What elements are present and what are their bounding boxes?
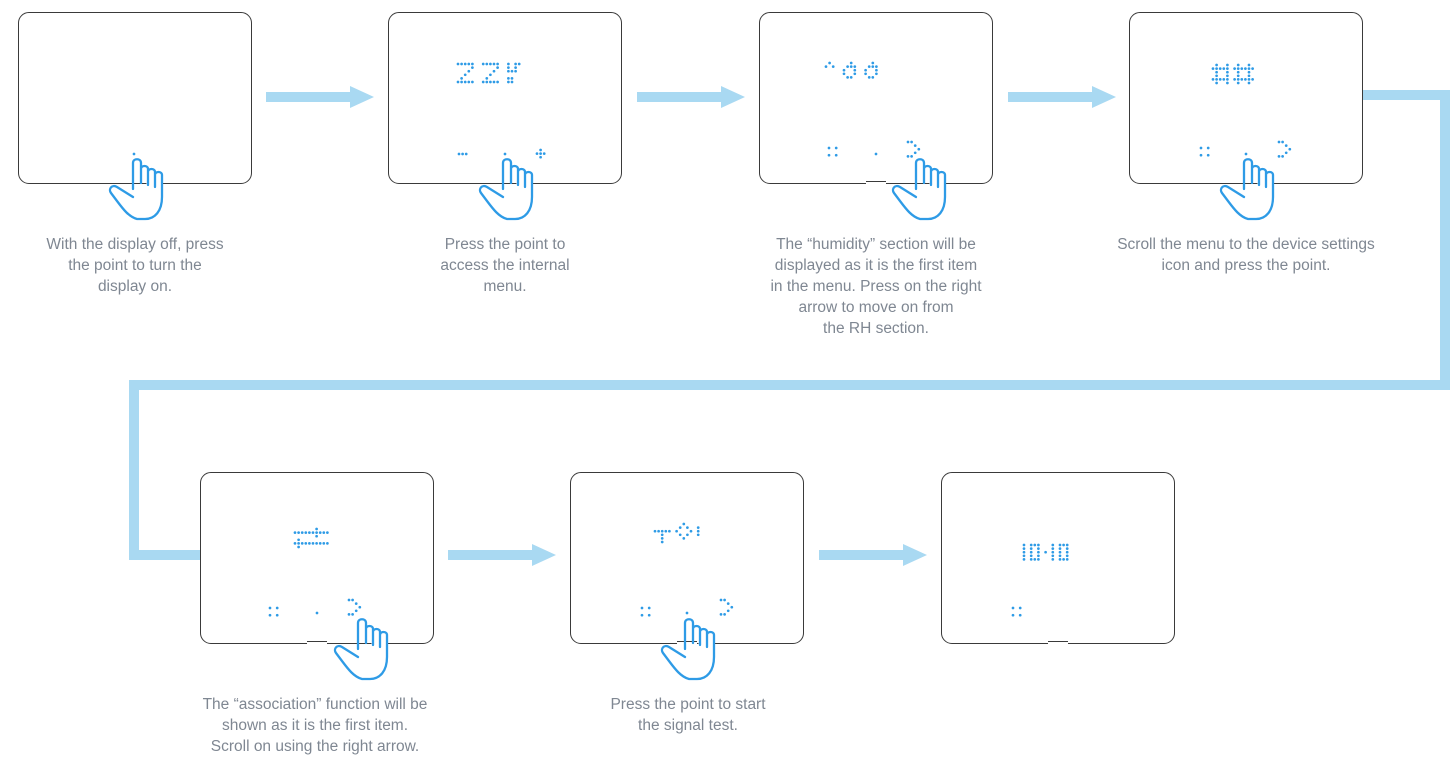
- hand-pointer-icon: [660, 618, 716, 681]
- hand-pointer-icon: [478, 158, 534, 221]
- center-point: [315, 611, 319, 615]
- caption-line: in the menu. Press on the right: [770, 278, 982, 295]
- right-arrow-icon: [1277, 140, 1292, 158]
- caption-line: the RH section.: [823, 320, 929, 337]
- caption-line: The “association” function will be: [202, 696, 428, 713]
- time-digits: [456, 62, 521, 84]
- display-panel-7: [941, 472, 1175, 645]
- hand-pointer-icon: [891, 158, 947, 221]
- humidity-icon: [824, 61, 878, 79]
- menu-dots-icon: [268, 606, 279, 617]
- center-point: [503, 152, 507, 156]
- step-2-caption: Press the point to access the internal m…: [380, 234, 630, 297]
- plus-icon: [535, 148, 546, 159]
- caption-line: the point to turn the: [68, 257, 202, 274]
- caption-line: icon and press the point.: [1161, 257, 1331, 274]
- caption-line: display on.: [97, 278, 173, 295]
- arrow-1-2-shaft: [266, 92, 352, 102]
- step-3-caption: The “humidity” section will be displayed…: [736, 234, 1016, 339]
- arrow-6-7-head: [903, 544, 927, 566]
- step-6-caption: Press the point to start the signal test…: [562, 694, 814, 736]
- caption-line: The “humidity” section will be: [776, 236, 976, 253]
- arrow-3-4-shaft: [1008, 92, 1094, 102]
- center-point: [1244, 152, 1248, 156]
- settings-icon: [1211, 63, 1254, 85]
- row-connector-line: [129, 90, 1450, 560]
- display-panel-6: [570, 472, 804, 645]
- caption-line: menu.: [483, 278, 527, 295]
- signal-result-digits: [1022, 543, 1069, 561]
- signal-test-icon: [653, 522, 700, 544]
- center-point: [685, 611, 689, 615]
- caption-line: With the display off, press: [46, 236, 224, 253]
- right-arrow-icon: [719, 598, 734, 616]
- menu-dots-icon: [640, 606, 651, 617]
- hand-pointer-icon: [333, 618, 389, 681]
- display-panel-5: [200, 472, 434, 645]
- association-icon: [293, 527, 329, 549]
- right-arrow-icon: [906, 140, 921, 158]
- arrow-2-3-head: [721, 86, 745, 108]
- caption-line: Press the point to: [444, 236, 566, 253]
- hand-pointer-icon: [1219, 158, 1275, 221]
- right-arrow-icon: [347, 598, 362, 616]
- center-point: [874, 152, 878, 156]
- step-5-caption: The “association” function will be shown…: [172, 694, 458, 757]
- arrow-2-3-shaft: [637, 92, 723, 102]
- caption-line: arrow to move on from: [798, 299, 954, 316]
- caption-line: access the internal: [440, 257, 570, 274]
- hand-pointer-icon: [108, 158, 164, 221]
- minus-icon: [457, 152, 468, 156]
- menu-dots-icon: [1199, 146, 1210, 157]
- center-point: [132, 152, 136, 156]
- caption-line: shown as it is the first item.: [221, 717, 409, 734]
- step-1-caption: With the display off, press the point to…: [10, 234, 260, 297]
- arrow-1-2-head: [350, 86, 374, 108]
- display-panel-1: [18, 12, 252, 184]
- caption-line: Press the point to start: [610, 696, 766, 713]
- step-4-caption: Scroll the menu to the device settings i…: [1086, 234, 1406, 276]
- arrow-5-6-head: [532, 544, 556, 566]
- arrow-3-4-head: [1092, 86, 1116, 108]
- caption-line: the signal test.: [638, 717, 738, 734]
- menu-dots-icon: [827, 146, 838, 157]
- caption-line: displayed as it is the first item: [774, 257, 978, 274]
- caption-line: Scroll the menu to the device settings: [1117, 236, 1375, 253]
- caption-line: Scroll on using the right arrow.: [210, 738, 420, 755]
- arrow-5-6-shaft: [448, 550, 534, 560]
- menu-dots-icon: [1011, 606, 1022, 617]
- arrow-6-7-shaft: [819, 550, 905, 560]
